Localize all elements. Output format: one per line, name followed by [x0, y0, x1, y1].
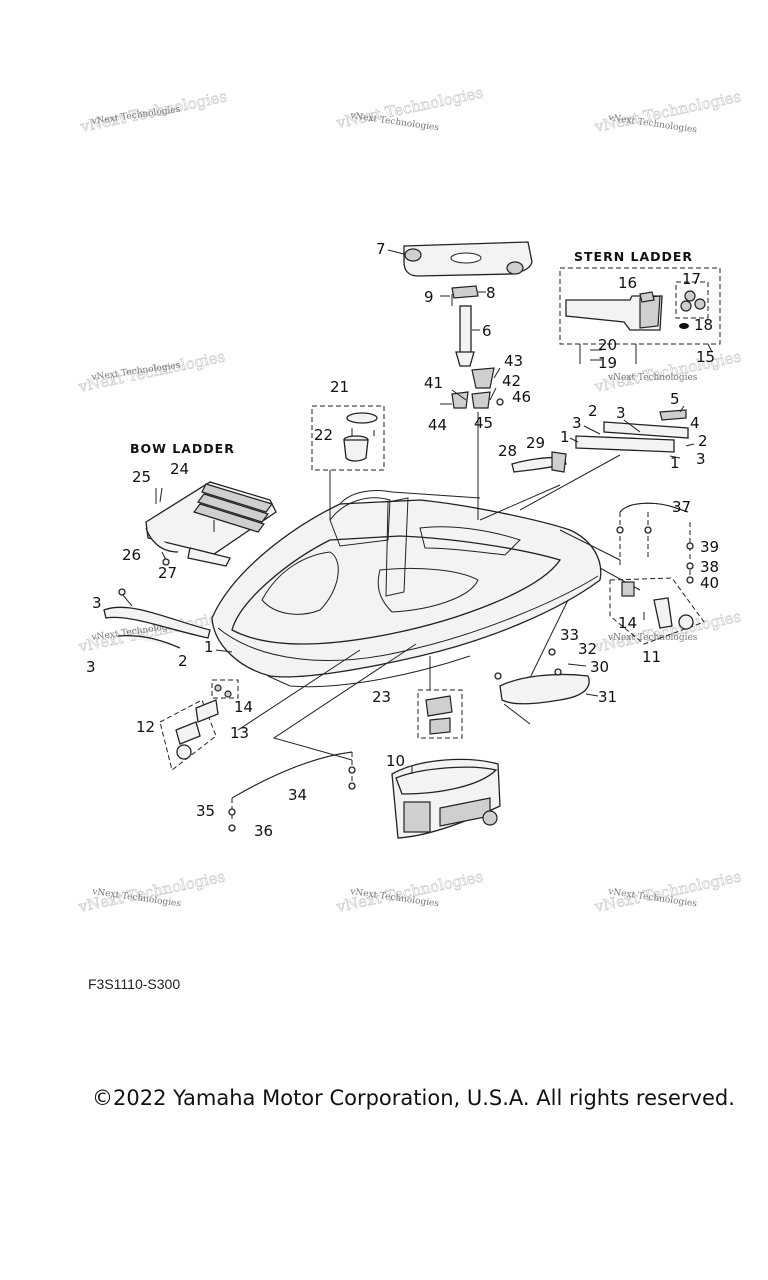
callout-30: 30: [590, 658, 609, 676]
watermark: vNext Technologies: [607, 633, 698, 643]
callout-38: 38: [700, 558, 719, 576]
boat-hull: [211, 490, 602, 688]
callout-10: 10: [386, 752, 405, 770]
callout-37: 37: [672, 498, 691, 516]
callout-33: 33: [560, 626, 579, 644]
callout-1: 1: [560, 428, 570, 446]
part-8-swivel: [451, 285, 486, 299]
part-9-bolt: [440, 294, 453, 306]
callout-13: 13: [230, 724, 249, 742]
callout-11: 11: [642, 648, 661, 666]
parts-34-36-rail: [228, 751, 356, 832]
callout-44: 44: [428, 416, 447, 434]
callout-7: 7: [376, 240, 386, 258]
callout-35: 35: [196, 802, 215, 820]
stern-ladder-group: [559, 267, 721, 364]
callout-18: 18: [694, 316, 713, 334]
callout-39: 39: [700, 538, 719, 556]
callout-26: 26: [122, 546, 141, 564]
parts-37-40-handrail: [616, 502, 694, 584]
callout-40: 40: [700, 574, 719, 592]
callout-19: 19: [598, 354, 617, 372]
bow-ladder-heading: BOW LADDER: [130, 441, 235, 456]
callout-3: 3: [616, 404, 626, 422]
part-7-seat-top: [387, 241, 533, 277]
leader-lines: [215, 412, 641, 761]
callout-6: 6: [482, 322, 492, 340]
callout-1: 1: [670, 454, 680, 472]
part-23-fitting: [417, 689, 463, 739]
callout-31: 31: [598, 688, 617, 706]
parts-28-29-bracket: [511, 451, 567, 473]
callout-3: 3: [696, 450, 706, 468]
callout-23: 23: [372, 688, 391, 706]
callout-24: 24: [170, 460, 189, 478]
callout-3: 3: [92, 594, 102, 612]
callout-36: 36: [254, 822, 273, 840]
parts-1-5-rub-rails: [569, 405, 695, 459]
callout-17: 17: [682, 270, 701, 288]
parts-30-33-handle: [494, 648, 599, 725]
callout-4: 4: [690, 414, 700, 432]
callout-22: 22: [314, 426, 333, 444]
callout-15: 15: [696, 348, 715, 366]
callout-3: 3: [86, 658, 96, 676]
part-6-post: [455, 305, 480, 367]
callout-42: 42: [502, 372, 521, 390]
watermark: vNext Technologies: [607, 373, 698, 383]
callout-2: 2: [698, 432, 708, 450]
callout-27: 27: [158, 564, 177, 582]
parts-11-14-cleat-right: [609, 577, 705, 645]
callout-2: 2: [588, 402, 598, 420]
callout-20: 20: [598, 336, 617, 354]
parts-41-46-brackets: [440, 367, 504, 409]
callout-43: 43: [504, 352, 523, 370]
callout-8: 8: [486, 284, 496, 302]
stern-ladder-heading: STERN LADDER: [574, 249, 693, 264]
callout-16: 16: [618, 274, 637, 292]
parts-2-3-left-rail: [103, 588, 211, 649]
callout-3: 3: [572, 414, 582, 432]
diagram-code: F3S1110-S300: [88, 976, 181, 992]
callout-14: 14: [234, 698, 253, 716]
callout-32: 32: [578, 640, 597, 658]
callout-29: 29: [526, 434, 545, 452]
callout-28: 28: [498, 442, 517, 460]
callout-2: 2: [178, 652, 188, 670]
part-10-cooler: [391, 758, 501, 839]
callouts: 7 8 9 6 43 41 42 46 44 45 21 22 16 17 18…: [86, 240, 719, 840]
copyright-notice: ©2022 Yamaha Motor Corporation, U.S.A. A…: [92, 1086, 735, 1110]
callout-5: 5: [670, 390, 680, 408]
callout-25: 25: [132, 468, 151, 486]
callout-14: 14: [618, 614, 637, 632]
parts-21-22-cup-holder: [311, 405, 385, 471]
callout-34: 34: [288, 786, 307, 804]
callout-1: 1: [204, 638, 214, 656]
callout-9: 9: [424, 288, 434, 306]
callout-45: 45: [474, 414, 493, 432]
callout-41: 41: [424, 374, 443, 392]
bow-ladder-group: [145, 481, 277, 567]
parts-12-14-cleat-left: [159, 679, 239, 771]
callout-12: 12: [136, 718, 155, 736]
callout-46: 46: [512, 388, 531, 406]
callout-21: 21: [330, 378, 349, 396]
